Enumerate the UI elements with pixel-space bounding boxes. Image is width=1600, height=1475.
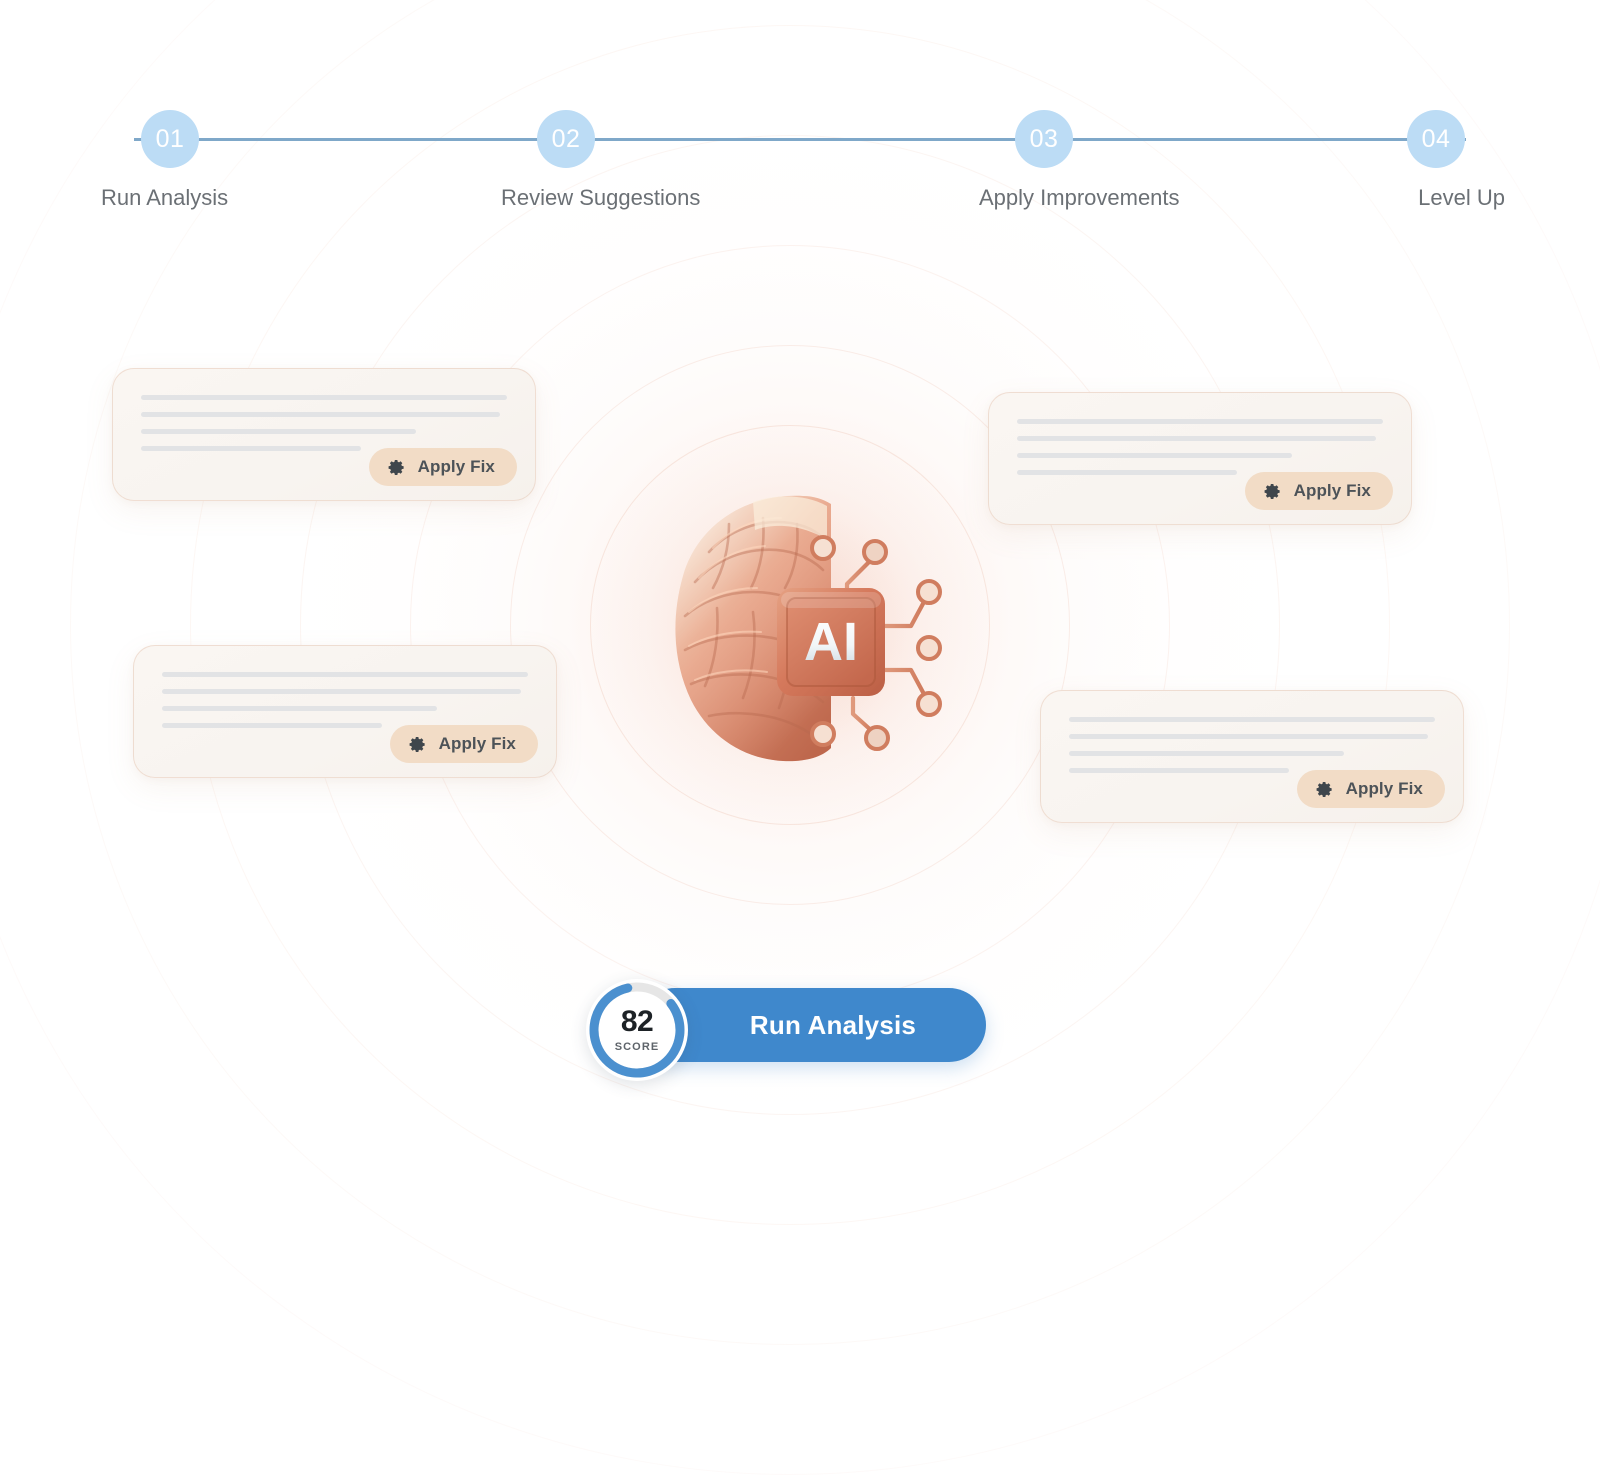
skeleton-line: [1069, 768, 1289, 773]
apply-fix-label: Apply Fix: [1293, 481, 1371, 500]
skeleton-line: [1017, 470, 1237, 475]
skeleton-line: [1017, 436, 1376, 441]
apply-fix-button[interactable]: Apply Fix: [1244, 472, 1393, 510]
circuit-traces: [820, 553, 928, 735]
step-number-badge-4: 04: [1407, 110, 1465, 168]
score-readout: 82 SCORE: [615, 1007, 660, 1053]
step-label-3: Apply Improvements: [979, 185, 1180, 210]
skeleton-line: [162, 689, 521, 694]
score-progress-ring: [589, 982, 685, 1078]
score-caption: SCORE: [614, 1041, 660, 1053]
suggestion-card: Apply Fix: [133, 645, 557, 778]
score-value: 82: [620, 1005, 654, 1038]
apply-fix-label: Apply Fix: [1345, 779, 1423, 798]
gear-icon: [409, 736, 425, 752]
step-number-badge-2: 02: [537, 110, 595, 168]
skeleton-line: [141, 395, 507, 400]
circuit-nodes: [810, 535, 942, 751]
skeleton-text-block: [162, 672, 528, 728]
step-number-badge-1: 01: [141, 110, 199, 168]
apply-fix-button[interactable]: Apply Fix: [389, 725, 538, 763]
ai-chip: AI: [777, 588, 885, 696]
progress-stepper: 01 Run Analysis 02 Review Suggestions 03…: [100, 110, 1505, 230]
step-number-badge-3: 03: [1015, 110, 1073, 168]
apply-fix-label: Apply Fix: [417, 457, 495, 476]
skeleton-line: [1069, 717, 1435, 722]
suggestion-card: Apply Fix: [988, 392, 1412, 525]
apply-fix-label: Apply Fix: [438, 734, 516, 753]
stepper-step-4[interactable]: 04 Level Up: [1371, 110, 1505, 211]
skeleton-text-block: [141, 395, 507, 451]
step-label-2: Review Suggestions: [501, 185, 701, 210]
step-label-1: Run Analysis: [101, 185, 229, 210]
score-badge[interactable]: 82 SCORE: [586, 979, 688, 1081]
skeleton-text-block: [1069, 717, 1435, 773]
gear-icon: [388, 459, 404, 475]
apply-fix-button[interactable]: Apply Fix: [1296, 770, 1445, 808]
skeleton-line: [162, 672, 528, 677]
gear-icon: [1264, 483, 1280, 499]
run-analysis-button-label: Run Analysis: [749, 1009, 917, 1040]
skeleton-line: [141, 412, 500, 417]
skeleton-line: [141, 446, 361, 451]
skeleton-line: [1017, 419, 1383, 424]
skeleton-line: [162, 706, 437, 711]
skeleton-line: [162, 723, 382, 728]
chip-label: AI: [804, 612, 858, 672]
stepper-step-2[interactable]: 02 Review Suggestions: [501, 110, 701, 211]
skeleton-line: [1069, 751, 1344, 756]
skeleton-line: [1069, 734, 1428, 739]
ai-brain-chip-illustration: AI: [625, 460, 955, 790]
ai-brain-chip-icon: AI: [630, 465, 950, 785]
skeleton-text-block: [1017, 419, 1383, 475]
run-analysis-button[interactable]: Run Analysis: [638, 988, 986, 1062]
step-label-4: Level Up: [1418, 185, 1505, 210]
stepper-track-line: [134, 138, 1466, 141]
skeleton-line: [1017, 453, 1292, 458]
stepper-step-1[interactable]: 01 Run Analysis: [101, 110, 235, 211]
suggestion-card: Apply Fix: [112, 368, 536, 501]
apply-fix-button[interactable]: Apply Fix: [368, 448, 517, 486]
stepper-step-3[interactable]: 03 Apply Improvements: [979, 110, 1180, 211]
suggestion-card: Apply Fix: [1040, 690, 1464, 823]
skeleton-line: [141, 429, 416, 434]
gear-icon: [1316, 781, 1332, 797]
